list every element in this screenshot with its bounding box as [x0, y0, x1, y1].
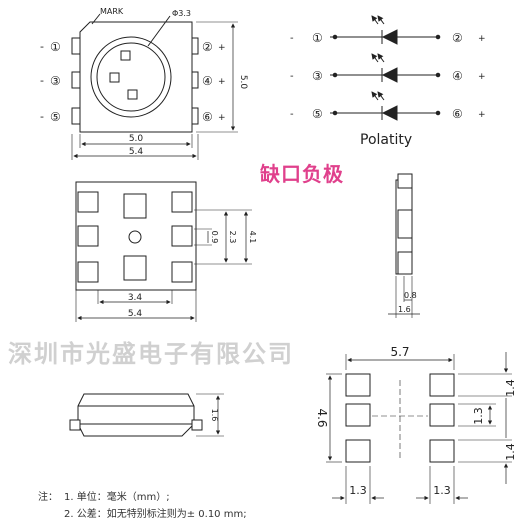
bottom-center-pad-bottom	[123, 255, 147, 281]
side-view-right	[388, 173, 420, 318]
lens-outer	[90, 36, 172, 118]
mark-label: MARK	[100, 7, 124, 16]
pin1-sign: -	[40, 40, 44, 53]
sch-r2-lnum: ③	[312, 69, 323, 83]
sch-r2-rnum: ④	[452, 69, 463, 83]
dim-a-text: 0.8	[404, 291, 417, 300]
pin5-sign: -	[40, 110, 44, 123]
dim-side-height-text: 1.6	[210, 409, 219, 422]
side-pin-3	[397, 251, 413, 275]
notes-prefix: 注：	[38, 492, 58, 503]
dim-height-text-bottom: 4.1	[248, 231, 257, 244]
phi-label: Φ3.3	[172, 9, 191, 18]
sch-r3-lnum: ⑤	[312, 107, 323, 121]
fp-pad-l1	[345, 373, 371, 397]
side-foot-right	[191, 419, 203, 431]
dim-b-text: 1.6	[398, 305, 411, 314]
fp-pad-r1	[429, 373, 455, 397]
dim-outer-width-text: 5.4	[129, 147, 144, 157]
sch-r3-lsign: -	[290, 109, 294, 120]
side-pin-1	[397, 173, 413, 189]
bottom-pad-l1	[77, 191, 99, 213]
led-diode-2	[381, 67, 398, 83]
bottom-body	[75, 181, 197, 291]
notes-line-2: 2. 公差：如无特别标注则为± 0.10 mm;	[64, 509, 247, 520]
sch-r1-lnum: ①	[312, 31, 323, 45]
bottom-center-pad-top	[123, 193, 147, 219]
sch-r3-rnum: ⑥	[452, 107, 463, 121]
bottom-pad-l3	[77, 261, 99, 283]
fp-height-text: 4.6	[315, 408, 329, 427]
bottom-pad-r2	[171, 225, 193, 247]
side-foot-left	[69, 419, 81, 431]
polarity-label: Polatity	[360, 132, 413, 148]
side-pin-2	[397, 209, 413, 239]
dim-pitch-text: 0.9	[210, 231, 219, 244]
sch-r2-lsign: -	[290, 71, 294, 82]
sch-r2-rsign: +	[478, 72, 486, 82]
fp-pad-h-text: 1.3	[472, 407, 485, 425]
bottom-pad-r3	[171, 261, 193, 283]
fp-pitch-top-text: 1.4	[504, 379, 517, 397]
pin3-num: ③	[50, 74, 61, 88]
notes-line-1: 1. 单位：毫米（mm）;	[64, 492, 170, 503]
mark-leader	[91, 13, 101, 25]
led-diode-1	[381, 29, 398, 45]
die-1	[120, 50, 131, 61]
fp-pad-w-right-text: 1.3	[433, 484, 451, 497]
sch-r1-lsign: -	[290, 33, 294, 44]
fp-width-text: 5.7	[390, 345, 409, 359]
sch-r1-rnum: ②	[452, 31, 463, 45]
fp-pad-r2	[429, 403, 455, 427]
phi-leader	[147, 15, 171, 47]
cathode-notch-note: 缺口负极	[260, 162, 344, 186]
dim-outer-text: 5.4	[128, 309, 143, 319]
bottom-center-hole	[128, 230, 142, 244]
die-2	[109, 72, 120, 83]
fp-pad-l3	[345, 439, 371, 463]
dim-mid-text: 2.3	[228, 231, 237, 244]
dim-height-text: 5.0	[238, 75, 248, 90]
pin2-sign: +	[218, 43, 226, 53]
pin2-num: ②	[202, 40, 213, 54]
pin4-sign: +	[218, 77, 226, 87]
pin4-num: ④	[202, 74, 213, 88]
company-watermark: 深圳市光盛电子有限公司	[8, 340, 294, 368]
pin6-sign: +	[218, 113, 226, 123]
top-view	[71, 13, 238, 160]
pin1-num: ①	[50, 40, 61, 54]
sch-r3-rsign: +	[478, 110, 486, 120]
fp-pad-l2	[345, 403, 371, 427]
fp-pitch-bottom-text: 1.4	[504, 443, 517, 461]
bottom-pad-l2	[77, 225, 99, 247]
bottom-view	[75, 181, 252, 322]
die-3	[127, 89, 138, 100]
fp-pad-w-left-text: 1.3	[349, 484, 367, 497]
schematic	[330, 15, 441, 121]
side-view-bottom	[69, 393, 224, 437]
bottom-pad-r1	[171, 191, 193, 213]
fp-pad-r3	[429, 439, 455, 463]
footprint	[326, 352, 512, 504]
dim-inner-text: 3.4	[128, 293, 143, 303]
pin6-num: ⑥	[202, 110, 213, 124]
pin3-sign: -	[40, 74, 44, 87]
package-body	[79, 21, 193, 133]
dim-inner-width-text: 5.0	[129, 134, 144, 144]
lens-inner	[96, 42, 166, 112]
led-diode-3	[381, 105, 398, 121]
sch-r1-rsign: +	[478, 34, 486, 44]
pin5-num: ⑤	[50, 110, 61, 124]
